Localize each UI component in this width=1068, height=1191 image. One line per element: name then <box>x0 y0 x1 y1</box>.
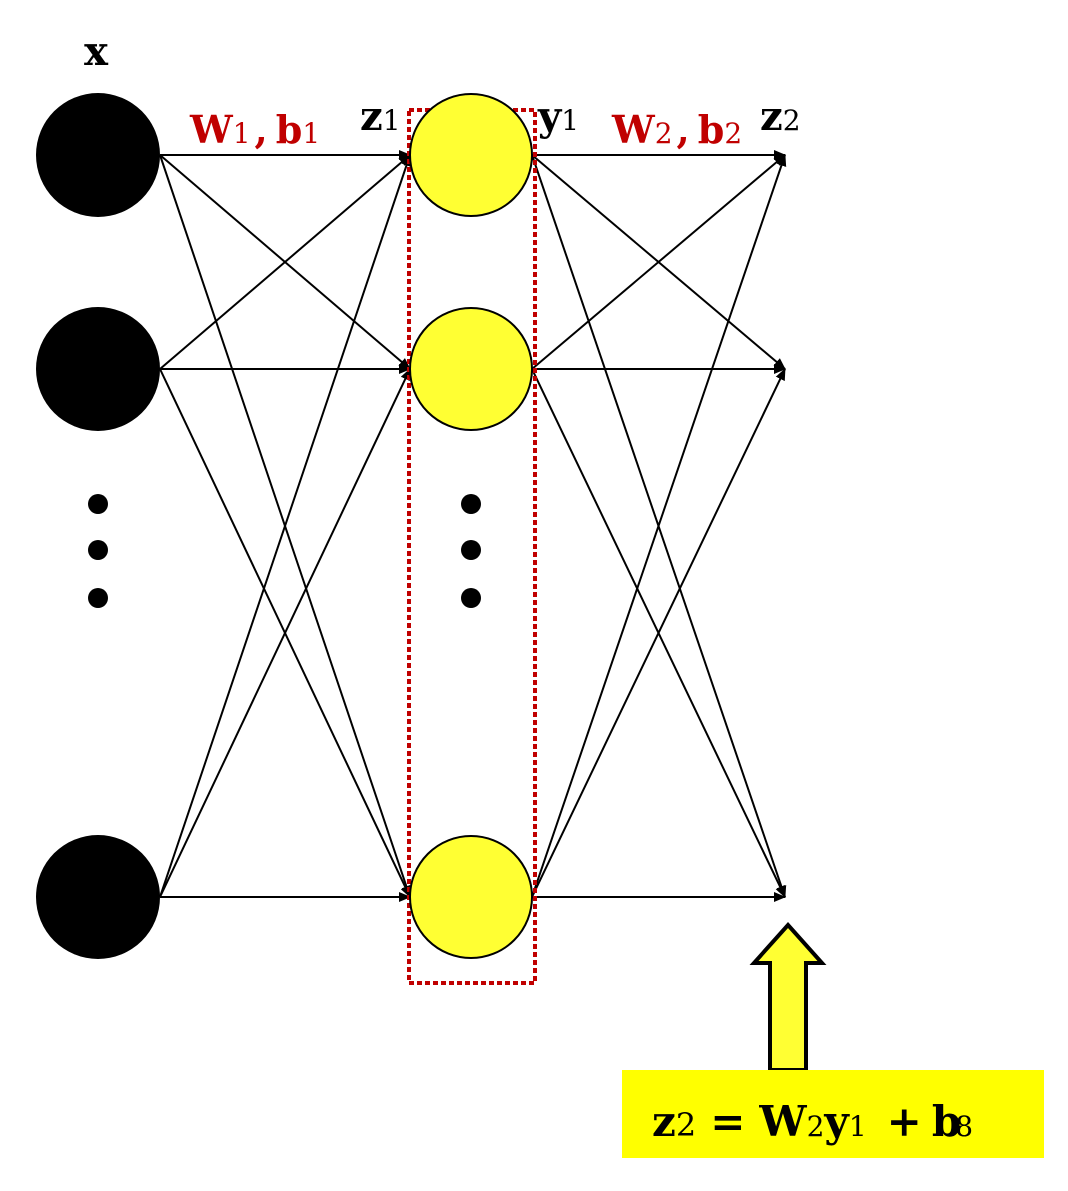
input-node <box>36 307 160 431</box>
y1-label: y1 <box>537 93 579 140</box>
ellipsis-dot <box>461 540 481 560</box>
equation-callout-box <box>622 1070 1044 1158</box>
connection-arrow <box>531 154 786 370</box>
hidden-node <box>409 307 533 431</box>
ellipsis-dot <box>461 494 481 514</box>
input-node <box>36 93 160 217</box>
connection-arrow <box>159 368 411 898</box>
ellipsis-dot <box>88 540 108 560</box>
connection-arrow <box>159 154 411 370</box>
hidden-layer-highlight-box <box>407 108 537 985</box>
ellipsis-dot <box>461 588 481 608</box>
hidden-node <box>409 93 533 217</box>
ellipsis-dot <box>88 588 108 608</box>
connection-arrow <box>531 154 787 898</box>
layer2-weights-label: W2,b2 <box>611 107 742 152</box>
layer1-weights-label: W1,b1 <box>189 107 320 152</box>
ellipsis-dot <box>88 494 108 514</box>
connection-arrow <box>159 154 412 898</box>
layer1-connections <box>159 150 412 902</box>
z1-label: z1 <box>360 93 401 140</box>
hidden-node <box>409 835 533 959</box>
layer2-connections <box>531 150 787 902</box>
input-label: x <box>84 28 109 75</box>
equation-text: z2=W2y1+b8 <box>652 1097 973 1146</box>
up-arrow-icon <box>749 922 827 1072</box>
input-node <box>36 835 160 959</box>
z2-label: z2 <box>760 93 801 140</box>
connection-arrow <box>531 368 786 898</box>
